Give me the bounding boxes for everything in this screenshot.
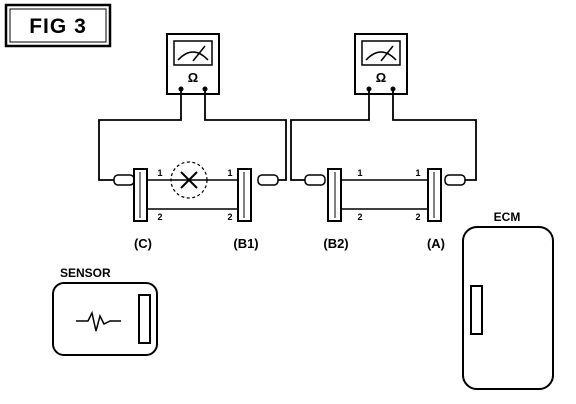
pin-label: 1 (157, 168, 162, 178)
needle-icon (380, 45, 394, 62)
ohmmeter-right: Ω (354, 33, 408, 95)
ohm-symbol: Ω (376, 70, 386, 85)
sensor-unit: SENSOR (52, 266, 158, 356)
ohmmeter-left: Ω (166, 33, 220, 95)
figure-label-box: FIG 3 (4, 3, 112, 48)
needle-icon (192, 45, 206, 62)
pin-label: 1 (415, 168, 420, 178)
harness-right: 1 1 2 2 (327, 168, 442, 222)
probe-tips (113, 174, 466, 186)
connector-c-label: (C) (134, 236, 152, 251)
harness-left: 1 1 2 2 (133, 161, 252, 222)
pin-label: 1 (357, 168, 362, 178)
ecm-unit: ECM (462, 210, 554, 390)
open-circuit-x-icon (180, 171, 198, 189)
pin-label: 2 (357, 212, 362, 222)
pin-label: 2 (157, 212, 162, 222)
waveform-icon (76, 310, 121, 332)
pin-label: 2 (415, 212, 420, 222)
sensor-label: SENSOR (60, 266, 111, 280)
right-meter-leads (290, 91, 477, 181)
ohm-symbol: Ω (188, 70, 198, 85)
connector-b2-label: (B2) (323, 236, 348, 251)
pin-label: 1 (227, 168, 232, 178)
figure-label: FIG 3 (29, 15, 87, 38)
left-meter-leads (98, 91, 287, 181)
connector-a-label: (A) (427, 236, 445, 251)
connector-b1-label: (B1) (233, 236, 258, 251)
ecm-connector (470, 285, 483, 335)
sensor-connector (138, 294, 151, 344)
open-circuit-circle (170, 161, 208, 199)
ecm-label: ECM (494, 210, 521, 224)
pin-label: 2 (227, 212, 232, 222)
